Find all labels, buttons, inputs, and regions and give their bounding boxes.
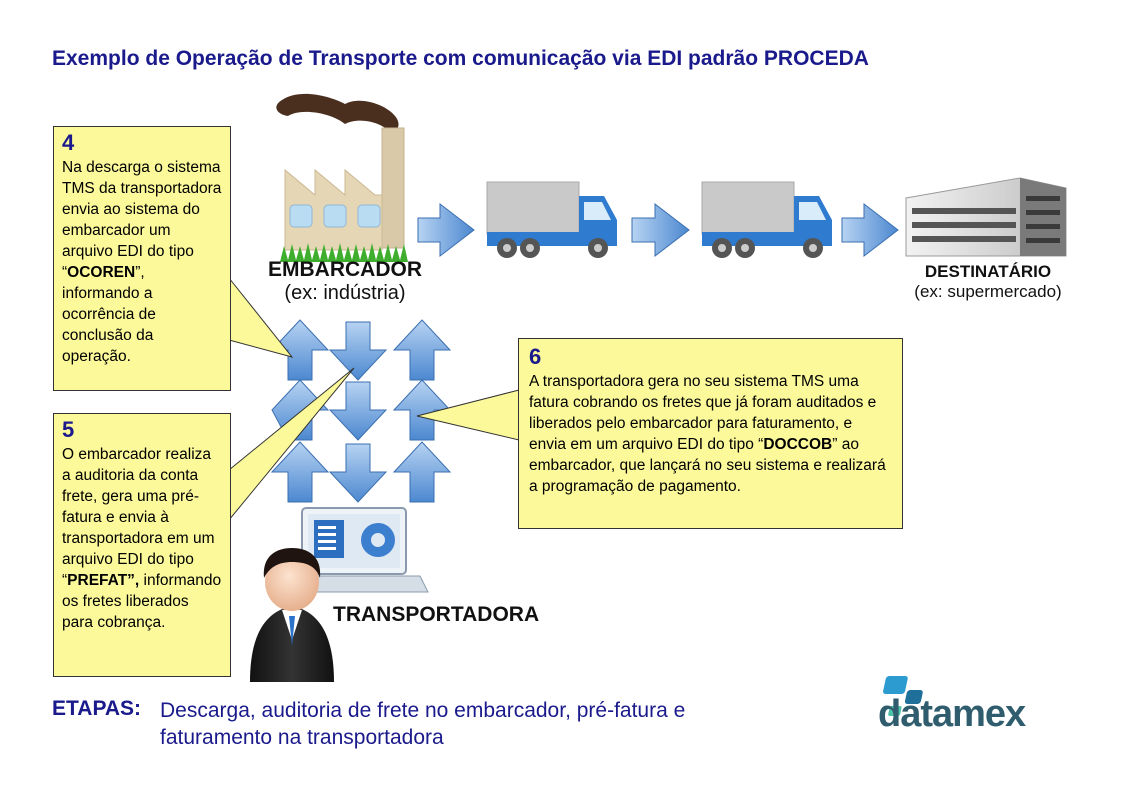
down-arrow-icon (328, 381, 388, 441)
page-title: Exemplo de Operação de Transporte com co… (52, 47, 869, 70)
steps-label: ETAPAS: (52, 697, 142, 720)
recipient-label: DESTINATÁRIO (ex: supermercado) (890, 262, 1086, 302)
shipper-label: EMBARCADOR (ex: indústria) (250, 258, 440, 305)
recipient-name: DESTINATÁRIO (924, 262, 1052, 281)
up-arrow-icon (270, 441, 330, 503)
truck-icon (701, 181, 832, 258)
carrier-label: TRANSPORTADORA (333, 603, 539, 627)
shipper-name: EMBARCADOR (268, 258, 422, 281)
flow-arrow-2 (631, 202, 690, 258)
callout-number: 6 (529, 344, 542, 369)
callout-number: 5 (62, 417, 75, 442)
up-arrow-icon (392, 379, 452, 441)
up-arrow-icon (392, 441, 452, 503)
shipper-sub: (ex: indústria) (284, 282, 406, 304)
callout-text: O embarcador realiza a auditoria da cont… (62, 446, 215, 589)
down-arrow-icon (328, 321, 388, 381)
callout-bold-term: PREFAT”, (67, 572, 140, 589)
callout-text: Na descarga o sistema TMS da transportad… (62, 159, 222, 281)
down-arrow-icon (328, 443, 388, 503)
callout-4: 4 Na descarga o sistema TMS da transport… (53, 126, 231, 391)
callout-bold-term: DOCCOB (763, 436, 833, 453)
callout-text: A transportadora gera no seu sistema TMS… (529, 373, 877, 453)
building-icon (905, 177, 1067, 257)
callout-text: informando os fretes liberados para cobr… (62, 572, 222, 631)
callout-bold-term: OCOREN (67, 264, 136, 281)
factory-icon (276, 93, 408, 262)
callout-5: 5 O embarcador realiza a auditoria da co… (53, 413, 231, 677)
callout-number: 4 (62, 130, 75, 155)
flow-arrow-1 (417, 202, 475, 258)
carrier-name: TRANSPORTADORA (333, 603, 540, 626)
callout-text: ”, informando a ocorrência de conclusão … (62, 264, 156, 365)
logo: datamex (878, 693, 1026, 735)
person-icon (250, 548, 334, 682)
callout-6: 6 A transportadora gera no seu sistema T… (518, 338, 903, 529)
truck-icon (486, 181, 617, 258)
callout-text: ” ao embarcador, que lançará no seu sist… (529, 436, 886, 495)
recipient-sub: (ex: supermercado) (914, 282, 1062, 301)
exchange-arrows (270, 319, 452, 503)
logo-mark-icon (883, 676, 923, 716)
up-arrow-icon (392, 319, 452, 381)
flow-arrow-3 (841, 202, 899, 258)
steps-text: Descarga, auditoria de frete no embarcad… (160, 699, 686, 749)
